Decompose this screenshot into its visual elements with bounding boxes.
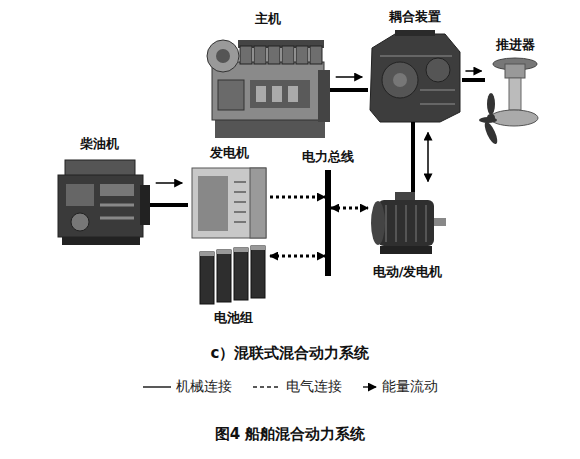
battery-pack-box: 电池组	[196, 245, 270, 306]
shaft-line	[411, 122, 415, 192]
battery-pack-picture	[200, 246, 265, 304]
propeller-picture	[479, 58, 538, 146]
arrow-line-sample	[362, 381, 378, 393]
subfigure-caption: c）混联式混合动力系统	[0, 344, 580, 363]
legend: 机械连接 电气连接 能量流动	[0, 378, 580, 396]
energy-flow-arrow	[156, 182, 183, 184]
coupling-device-label: 耦合装置	[389, 9, 441, 25]
diesel-engine-box: 柴油机	[48, 157, 150, 250]
main-engine-label: 主机	[255, 11, 281, 27]
mechanical-connector	[150, 183, 188, 205]
main-engine-picture	[207, 40, 330, 138]
solid-line-sample	[142, 381, 172, 393]
diesel-engine-label: 柴油机	[80, 136, 119, 152]
power-bus-label: 电力总线	[302, 149, 354, 165]
legend-text: 机械连接	[176, 378, 232, 396]
propeller-box: 推进器	[485, 58, 545, 150]
motor-generator-box: 电动/发电机	[368, 192, 447, 260]
shaft-line	[150, 203, 188, 207]
electrical-connector	[270, 256, 325, 257]
electrical-connector	[331, 208, 368, 209]
legend-text: 能量流动	[382, 378, 438, 396]
battery-pack-label: 电池组	[214, 310, 253, 326]
figure-caption: 图4 船舶混合动力系统	[0, 425, 580, 444]
generator-picture	[192, 168, 266, 238]
propeller-label: 推进器	[496, 37, 535, 53]
mechanical-connector	[413, 122, 428, 192]
electric-line	[331, 207, 368, 210]
gearbox-picture	[370, 30, 460, 122]
energy-flow-arrow	[465, 70, 481, 72]
motor-generator-picture	[371, 192, 446, 254]
electric-line	[270, 196, 325, 199]
shaft-line	[462, 78, 485, 82]
main-engine-box: 主机	[205, 32, 330, 142]
generator-box: 发电机	[188, 166, 270, 240]
electric-line	[270, 255, 325, 258]
electrical-connector	[270, 197, 325, 198]
power-bus-box: 电力总线	[325, 170, 331, 276]
legend-text: 电气连接	[286, 378, 342, 396]
energy-flow-arrow	[336, 76, 363, 78]
mechanical-connector	[462, 71, 485, 80]
mechanical-connector	[330, 77, 368, 90]
coupling-device-box: 耦合装置	[368, 30, 462, 122]
legend-item: 机械连接	[142, 378, 232, 396]
shaft-line	[330, 88, 368, 92]
generator-label: 发电机	[210, 145, 249, 161]
motor-generator-label: 电动/发电机	[373, 264, 443, 280]
energy-flow-arrow	[427, 133, 429, 182]
dashed-line-sample	[252, 381, 282, 393]
legend-item: 能量流动	[362, 378, 438, 396]
diesel-engine-picture	[58, 160, 150, 245]
legend-item: 电气连接	[252, 378, 342, 396]
